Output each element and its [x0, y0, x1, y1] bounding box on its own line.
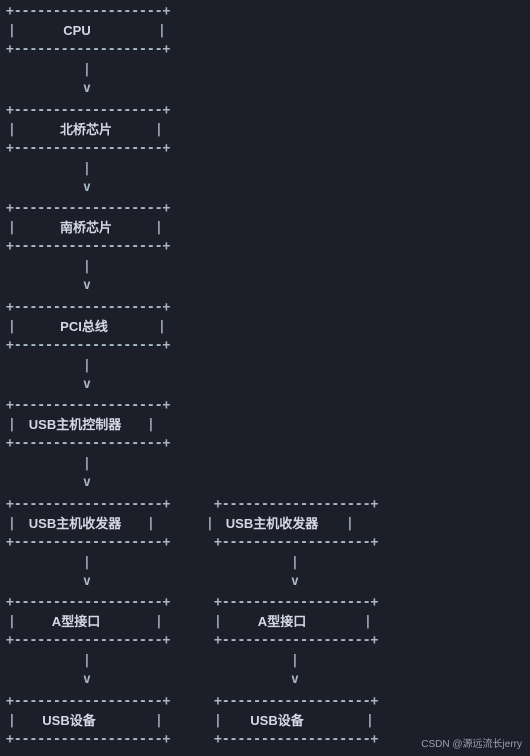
box-right-edge: | [366, 712, 374, 728]
box-label: A型接口 [51, 614, 101, 629]
box-top-border: +-------------------+ [6, 595, 171, 610]
box-label: USB设备 [250, 712, 304, 728]
box-label: A型接口 [257, 614, 307, 629]
box-top-border: +-------------------+ [214, 496, 379, 512]
box-label: USB主机收发器 [28, 515, 122, 531]
box-top-border: +-------------------+ [6, 693, 171, 709]
arrow-shaft: | [83, 160, 91, 176]
arrow-head: v [83, 278, 91, 293]
box-top-border: +-------------------+ [6, 102, 171, 118]
box-left-edge: | [214, 614, 222, 629]
arrow-shaft: | [83, 62, 91, 77]
box-right-edge: | [155, 121, 163, 137]
box-bottom-border: +-------------------+ [6, 534, 171, 550]
box-right-edge: | [155, 220, 163, 235]
arrow-shaft: | [291, 653, 299, 668]
watermark: CSDN @源远流长jerry [421, 739, 522, 750]
box-bottom-border: +-------------------+ [6, 42, 171, 57]
box-left-edge: | [8, 318, 16, 334]
box-bottom-border: +-------------------+ [214, 534, 379, 550]
box-label: 北桥芯片 [59, 121, 113, 137]
arrow-shaft: | [291, 554, 299, 570]
box-right-edge: | [147, 515, 155, 531]
box-label: USB设备 [42, 712, 96, 728]
box-right-edge: | [364, 614, 372, 629]
box-top-border: +-------------------+ [6, 496, 171, 512]
box-right-edge: | [346, 515, 354, 531]
box-top-border: +-------------------+ [6, 201, 171, 216]
box-left-edge: | [8, 220, 16, 235]
box-bottom-border: +-------------------+ [6, 436, 171, 451]
box-top-border: +-------------------+ [6, 398, 171, 413]
arrow-shaft: | [83, 456, 91, 471]
box-bottom-border: +-------------------+ [6, 239, 171, 254]
box-label: USB主机收发器 [225, 515, 319, 531]
box-bottom-border: +-------------------+ [214, 633, 379, 648]
box-top-border: +-------------------+ [214, 595, 379, 610]
box-label: USB主机控制器 [28, 417, 122, 432]
box-right-edge: | [155, 712, 163, 728]
box-label: 南桥芯片 [59, 220, 113, 235]
box-bottom-border: +-------------------+ [6, 731, 171, 747]
box-right-edge: | [158, 318, 166, 334]
arrow-head: v [83, 179, 91, 195]
arrow-head: v [291, 573, 299, 589]
box-top-border: +-------------------+ [6, 4, 171, 19]
arrow-shaft: | [83, 357, 91, 373]
box-bottom-border: +-------------------+ [6, 633, 171, 648]
box-right-edge: | [155, 614, 163, 629]
box-top-border: +-------------------+ [6, 299, 171, 315]
box-left-edge: | [8, 121, 16, 137]
box-bottom-border: +-------------------+ [6, 140, 171, 156]
box-right-edge: | [158, 23, 166, 38]
arrow-head: v [83, 475, 91, 490]
box-left-edge: | [206, 515, 214, 531]
box-left-edge: | [8, 515, 16, 531]
arrow-head: v [83, 376, 91, 392]
box-label: PCI总线 [60, 318, 108, 334]
arrow-head: v [291, 672, 299, 687]
arrow-head: v [83, 81, 91, 96]
box-bottom-border: +-------------------+ [214, 731, 379, 747]
arrow-shaft: | [83, 653, 91, 668]
arrow-head: v [83, 573, 91, 589]
box-bottom-border: +-------------------+ [6, 337, 171, 353]
box-label: CPU [63, 23, 91, 38]
box-left-edge: | [8, 23, 16, 38]
arrow-head: v [83, 672, 91, 687]
box-left-edge: | [8, 712, 16, 728]
box-top-border: +-------------------+ [214, 693, 379, 709]
box-left-edge: | [214, 712, 222, 728]
box-left-edge: | [8, 614, 16, 629]
arrow-shaft: | [83, 259, 91, 274]
arrow-shaft: | [83, 554, 91, 570]
box-left-edge: | [8, 417, 16, 432]
box-right-edge: | [147, 417, 155, 432]
